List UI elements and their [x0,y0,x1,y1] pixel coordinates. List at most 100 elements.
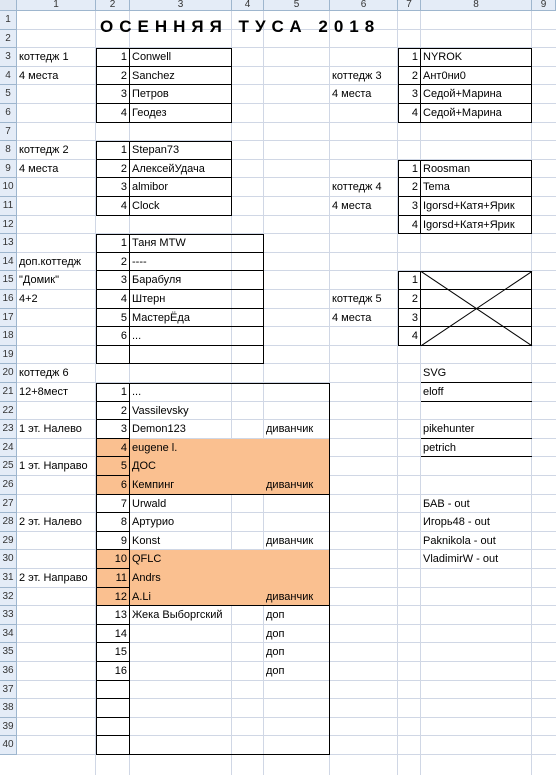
row-header[interactable]: 19 [0,345,17,365]
cell-text[interactable]: 12+8мест [19,386,68,398]
cell-text[interactable]: VladimirW - out [423,553,499,566]
cell-text[interactable]: коттедж 2 [19,144,69,157]
cell-text[interactable]: Andrs [132,572,161,584]
column-header[interactable]: 3 [130,0,232,11]
cell-text[interactable]: БАВ - out [423,497,470,510]
row-header[interactable]: 37 [0,680,17,700]
seat-number-cell[interactable]: 4 [120,441,127,454]
cell-text[interactable]: A.Li [132,590,151,603]
seat-number-cell[interactable]: 2 [411,69,418,82]
seat-number-cell[interactable]: 12 [114,590,127,603]
cell-text[interactable]: коттедж 4 [332,181,382,194]
seat-number-cell[interactable]: 11 [115,572,127,584]
cell-text[interactable]: 4 места [19,69,59,82]
cell-text[interactable]: almibor [132,181,169,194]
row-header[interactable]: 36 [0,662,17,681]
cell-text[interactable]: Demon123 [132,423,186,436]
cell-text[interactable]: Konst [132,534,161,547]
seat-number-cell[interactable]: 16 [114,665,127,677]
cell-text[interactable]: NYROK [423,51,463,64]
seat-number-cell[interactable]: 2 [120,162,127,175]
cell-text[interactable]: АлексейУдача [132,162,205,175]
cell-text[interactable]: Барабуля [132,274,182,287]
cell-text[interactable]: Ант0ни0 [423,69,466,82]
row-header[interactable]: 23 [0,420,17,439]
cell-text[interactable]: Артурио [132,516,175,529]
cell-text[interactable]: 2 эт. Направо [19,572,88,584]
row-header[interactable]: 29 [0,531,17,551]
cell-text[interactable]: ... [132,386,142,398]
row-header[interactable]: 7 [0,122,17,142]
column-header[interactable]: 2 [96,0,130,11]
row-header[interactable]: 28 [0,513,17,532]
select-all-corner[interactable] [0,0,17,11]
seat-number-cell[interactable]: 4 [411,330,418,343]
row-header[interactable]: 18 [0,327,17,346]
row-header[interactable]: 22 [0,401,17,421]
row-header[interactable]: 25 [0,457,17,476]
row-header[interactable]: 30 [0,550,17,569]
seat-number-cell[interactable]: 5 [120,460,127,473]
cell-text[interactable]: коттедж 1 [19,51,69,64]
row-header[interactable]: 10 [0,178,17,197]
seat-number-cell[interactable]: 4 [411,107,418,119]
seat-number-cell[interactable]: 4 [120,293,127,305]
row-header[interactable]: 27 [0,494,17,514]
seat-number-cell[interactable]: 1 [120,144,127,157]
cell-text[interactable]: ---- [132,255,147,268]
cell-text[interactable]: доп.коттедж [19,255,81,268]
row-header[interactable]: 6 [0,104,17,123]
seat-number-cell[interactable]: 1 [411,274,418,287]
cell-text[interactable]: Igorsd+Катя+Ярик [423,218,515,231]
seat-number-cell[interactable]: 4 [120,200,127,212]
sheet-title[interactable]: ОСЕННЯЯ ТУСА 2018 [100,17,381,36]
seat-number-cell[interactable]: 6 [120,479,127,491]
cell-text[interactable]: МастерЁда [132,311,190,324]
seat-number-cell[interactable]: 8 [120,516,127,529]
cell-text[interactable]: Urwald [132,497,167,510]
row-header[interactable]: 35 [0,643,17,662]
cell-text[interactable]: pikehunter [423,423,475,436]
column-header[interactable]: 6 [330,0,398,11]
seat-number-cell[interactable]: 10 [114,553,127,566]
row-header[interactable]: 13 [0,234,17,253]
cell-text[interactable]: Таня MTW [132,237,186,250]
seat-number-cell[interactable]: 5 [120,311,127,324]
seat-number-cell[interactable]: 3 [120,181,127,194]
cell-text[interactable]: 4+2 [19,293,38,305]
column-header[interactable]: 8 [421,0,532,11]
cell-text[interactable]: QFLC [132,553,162,566]
cell-text[interactable]: коттедж 3 [332,69,382,82]
cell-text[interactable]: Vassilevsky [132,404,189,417]
cell-text[interactable]: SVG [423,367,447,380]
row-header[interactable]: 40 [0,736,17,755]
row-header[interactable]: 2 [0,29,17,49]
seat-number-cell[interactable]: 3 [411,88,418,101]
row-header[interactable]: 8 [0,141,17,160]
cell-text[interactable]: Жека Выборгский [132,609,223,622]
column-header[interactable]: 5 [264,0,330,11]
row-header[interactable]: 34 [0,624,17,644]
row-header[interactable]: 12 [0,215,17,235]
cell-text[interactable]: доп [266,627,285,640]
cell-text[interactable]: диванчик [266,534,314,547]
seat-number-cell[interactable]: 2 [120,404,127,417]
cell-text[interactable]: Кемпинг [132,479,175,491]
cell-text[interactable]: 2 эт. Налево [19,516,82,529]
cell-text[interactable]: Conwell [132,51,172,64]
cell-text[interactable]: Седой+Марина [423,88,502,101]
row-header[interactable]: 33 [0,606,17,625]
cell-text[interactable]: Clock [132,200,160,212]
seat-number-cell[interactable]: 1 [411,51,418,64]
row-header[interactable]: 38 [0,699,17,718]
seat-number-cell[interactable]: 1 [120,51,127,64]
cell-text[interactable]: 1 эт. Направо [19,460,88,473]
row-header[interactable]: 20 [0,364,17,383]
cell-text[interactable]: 4 места [19,162,59,175]
column-header[interactable]: 4 [232,0,264,11]
cell-text[interactable]: 4 места [332,88,372,101]
seat-number-cell[interactable]: 2 [120,255,127,268]
cell-text[interactable]: Stepan73 [132,144,180,157]
cell-text[interactable]: ДОС [132,460,156,473]
